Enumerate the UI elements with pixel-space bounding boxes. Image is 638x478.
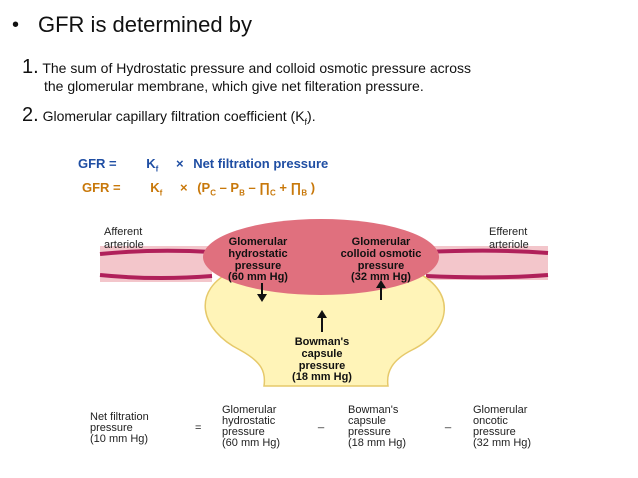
eq1-lhs: GFR =: [78, 156, 117, 171]
glom-hydro-label-1: Glomerular: [229, 236, 288, 248]
point-1-number: 1.: [22, 56, 39, 78]
arrow-down-hydrostatic: [257, 283, 267, 302]
net-label-2: pressure: [90, 422, 133, 434]
equation-1: GFR = Kf × Net filtration pressure: [78, 156, 328, 174]
point-2-text: Glomerular capillary filtration coeffici…: [42, 108, 305, 124]
afferent-wall-bottom: [99, 273, 213, 281]
net-label-1: Net filtration: [90, 411, 149, 423]
eq2-times: ×: [179, 180, 188, 195]
efferent-wall-top: [425, 248, 549, 255]
glomerulus: [203, 219, 439, 295]
term2-label-1: Bowman's: [348, 404, 399, 416]
eq1-k: Kf: [146, 156, 159, 174]
efferent-wall-bottom: [425, 273, 549, 280]
bowman-label-4: (18 mm Hg): [292, 371, 352, 383]
term1-label-2: hydrostatic: [222, 415, 276, 427]
glom-colloid-label-3: pressure: [358, 260, 404, 272]
efferent-label-1: Efferent: [489, 226, 527, 238]
point-2: 2. Glomerular capillary filtration coeff…: [22, 104, 316, 127]
glom-colloid-label-4: (32 mm Hg): [351, 271, 411, 283]
term2-label-2: capsule: [348, 415, 386, 427]
minus-sign-1: _: [317, 417, 325, 429]
equals-sign: =: [195, 422, 201, 434]
equation-2: GFR = Kf × (PC – PB – ∏C + ∏B ): [82, 180, 315, 198]
heading: GFR is determined by: [38, 12, 252, 37]
net-label-3: (10 mm Hg): [90, 433, 148, 445]
term1-label-4: (60 mm Hg): [222, 437, 280, 449]
glom-hydro-label-3: pressure: [235, 260, 281, 272]
glom-hydro-label-4: (60 mm Hg): [228, 271, 288, 283]
eq1-rhs: Net filtration pressure: [193, 156, 329, 171]
point-2-end: ).: [307, 108, 316, 124]
eq2-k: Kf: [150, 180, 163, 198]
eq2-rhs: (PC – PB – ∏C + ∏B ): [197, 180, 316, 198]
bowman-label-1: Bowman's: [295, 336, 350, 348]
term3-label-4: (32 mm Hg): [473, 437, 531, 449]
afferent-label-1: Afferent: [104, 226, 142, 238]
term3-label-1: Glomerular: [473, 404, 528, 416]
glom-colloid-label-1: Glomerular: [352, 236, 411, 248]
term3-label-3: pressure: [473, 426, 516, 438]
point-1-continuation: the glomerular membrane, which give net …: [44, 78, 424, 94]
glom-colloid-label-2: colloid osmotic: [341, 248, 422, 260]
eq2-lhs: GFR =: [82, 180, 121, 195]
term2-label-3: pressure: [348, 426, 391, 438]
bowman-capsule: [204, 269, 445, 387]
glom-hydro-label-2: hydrostatic: [228, 248, 287, 260]
term1-label-3: pressure: [222, 426, 265, 438]
point-1: 1. The sum of Hydrostatic pressure and c…: [22, 56, 471, 79]
minus-sign-2: _: [444, 417, 452, 429]
point-1-text: The sum of Hydrostatic pressure and coll…: [42, 60, 472, 76]
term3-label-2: oncotic: [473, 415, 508, 427]
bowman-label-2: capsule: [302, 348, 343, 360]
point-2-number: 2.: [22, 104, 39, 126]
term2-label-4: (18 mm Hg): [348, 437, 406, 449]
bowman-label-3: pressure: [299, 360, 345, 372]
term1-label-1: Glomerular: [222, 404, 277, 416]
efferent-label-2: arteriole: [489, 239, 529, 251]
arrow-up-bowman: [317, 310, 327, 332]
afferent-wall-top: [99, 248, 213, 256]
afferent-label-2: arteriole: [104, 239, 144, 251]
point-2-subscript: f: [304, 116, 308, 127]
eq1-times: ×: [175, 156, 184, 171]
bullet: •: [12, 14, 20, 36]
arrow-up-colloid: [376, 280, 386, 300]
